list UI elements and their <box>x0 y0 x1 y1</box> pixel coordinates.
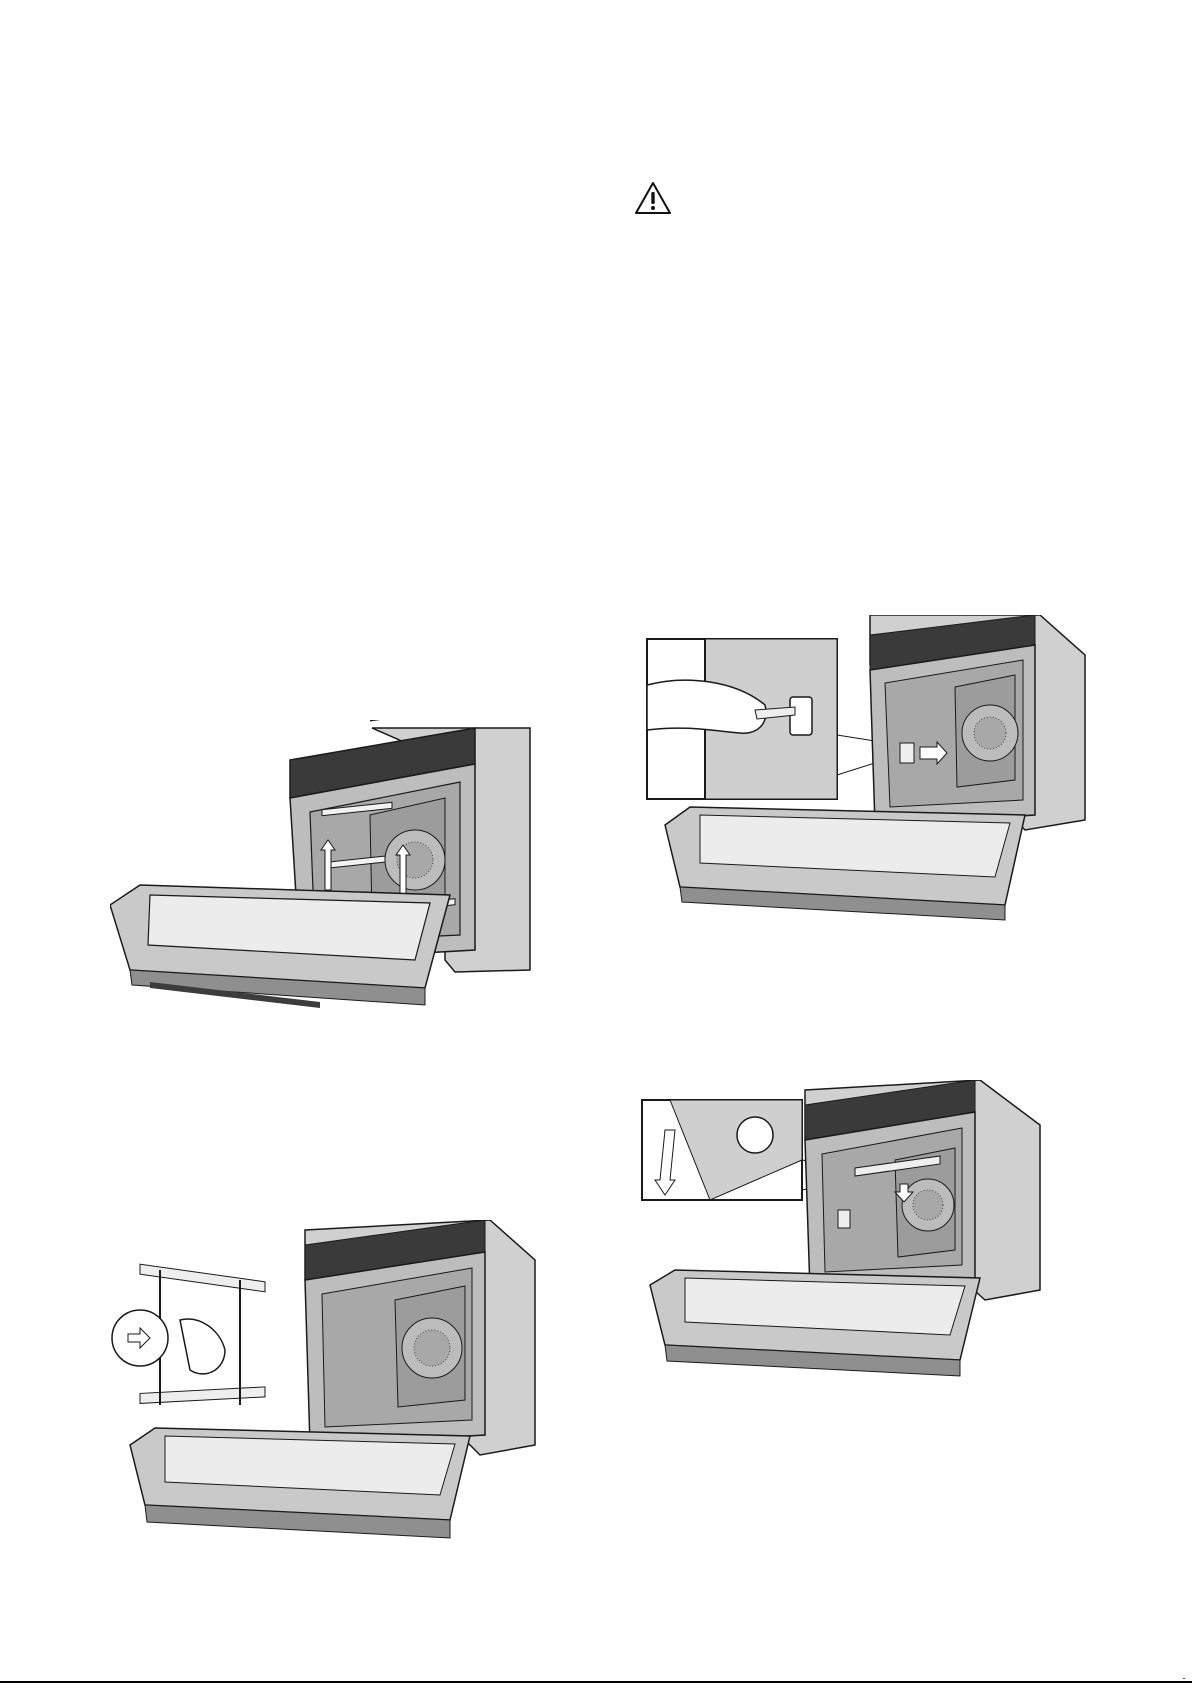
warning-triangle-icon <box>634 180 672 216</box>
oven-side-rack-removal-illustration <box>110 1220 540 1580</box>
footer-page-code: ­ ­ ­ ­ ­ <box>1172 1674 1186 1692</box>
oven-shelf-support-removal-illustration <box>110 720 540 1080</box>
footer-rule <box>0 1681 1192 1683</box>
oven-grill-element-lowering-illustration <box>640 1080 1045 1410</box>
oven-lamp-cover-removal-illustration <box>645 615 1090 945</box>
